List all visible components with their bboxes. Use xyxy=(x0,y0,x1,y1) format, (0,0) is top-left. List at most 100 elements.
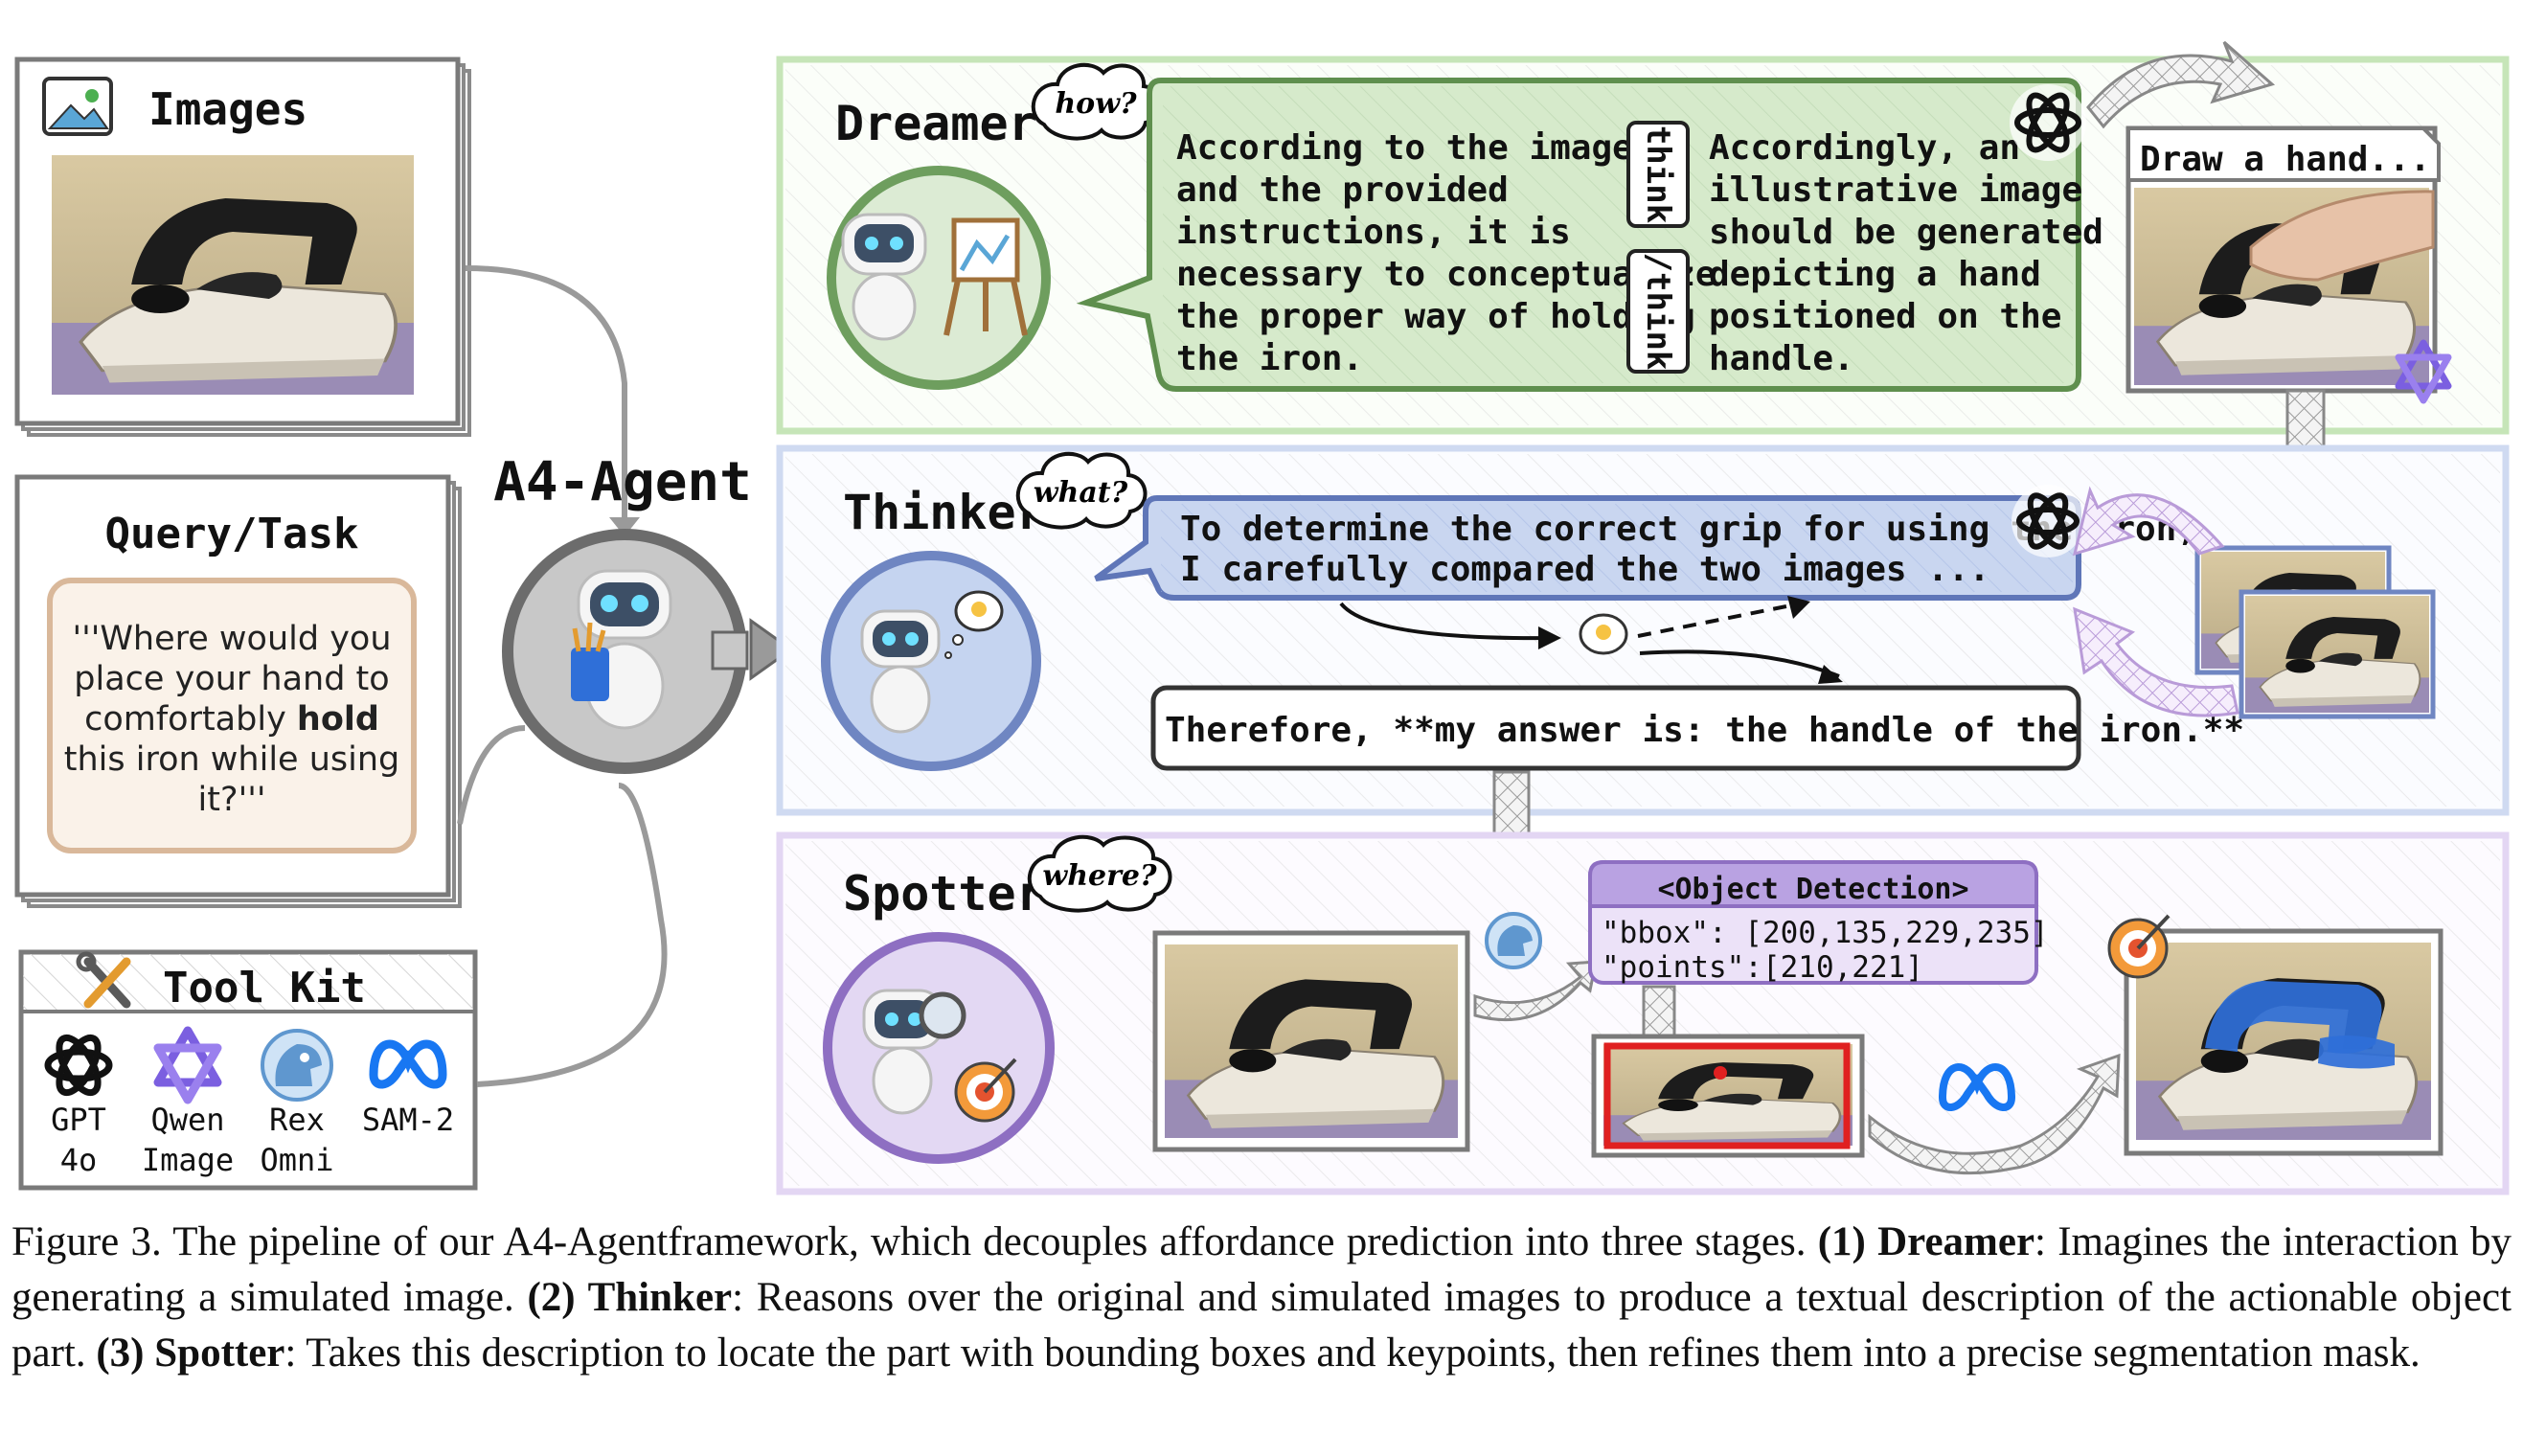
segmentation-mask xyxy=(2318,1035,2395,1069)
dreamer-thought-cloud: how? xyxy=(1031,63,1163,141)
thinker-title: Thinker xyxy=(843,485,1045,540)
thinker-thought-cloud: what? xyxy=(1015,452,1148,530)
dreamer-title: Dreamer xyxy=(835,96,1037,151)
thinker-robot xyxy=(860,590,1004,734)
dreamer-think-left-5: the proper way of holding xyxy=(1176,297,1695,336)
spotter-meta-icon xyxy=(1938,1063,2016,1111)
arrow-head xyxy=(1538,626,1561,649)
spotter-title: Spotter xyxy=(843,866,1045,921)
spotter-rex-icon xyxy=(1485,912,1542,969)
bbox-overlay xyxy=(1603,1042,1851,1149)
toolkit-title: Tool Kit xyxy=(163,964,366,1012)
caption-stage-1-text: : Imagines the interaction by generating… xyxy=(11,1219,2512,1320)
compared-images-stack xyxy=(2194,545,2436,719)
caption-stage-1-label: (1) Dreamer xyxy=(1817,1219,2035,1264)
segmentation-mask xyxy=(2205,981,2382,1054)
agent-robot xyxy=(502,529,747,774)
agent-output-arrow xyxy=(711,618,794,681)
keypoint-marker xyxy=(1714,1066,1727,1080)
tool-label-image: Image xyxy=(142,1142,234,1178)
dreamer-net-arrow xyxy=(2086,40,2276,129)
input-image-iron xyxy=(50,153,416,397)
caption-stage-3-text: : Takes this description to locate the p… xyxy=(284,1331,2421,1376)
think-open-tag xyxy=(1626,121,1690,228)
query-card: Query/Task '''Where would you place your… xyxy=(14,474,462,908)
dreamer-think-right-4: depicting a hand xyxy=(1709,255,2041,294)
think-close-tag xyxy=(1626,249,1690,374)
think-open-text: think xyxy=(1639,125,1677,223)
query-text-box xyxy=(47,578,417,853)
tool-label-qwen: Qwen xyxy=(150,1102,224,1138)
arrow-head xyxy=(1818,665,1843,684)
wrench-screwdriver-icon xyxy=(76,951,131,1009)
caption-stage-2-label: (2) Thinker xyxy=(527,1275,733,1320)
dreamer-openai-icon xyxy=(2010,84,2086,161)
arrow-head-down xyxy=(609,517,640,536)
dreamer-think-left-2: and the provided xyxy=(1176,171,1509,210)
target-icon xyxy=(954,1058,1017,1123)
query-line-5: it?''' xyxy=(198,781,266,819)
thinker-panel: Thinker what? To determine the correct g… xyxy=(776,444,2510,816)
spotter-input-image xyxy=(1152,930,1470,1152)
dreamer-think-left-6: the iron. xyxy=(1176,339,1363,378)
spotter-cloud-text: where? xyxy=(1042,859,1157,893)
tool-label-omni: Omni xyxy=(260,1142,333,1178)
rex-dino-icon xyxy=(261,1029,333,1102)
bbox-line: "bbox": [200,135,229,235] xyxy=(1602,916,2049,950)
dreamer-think-right-3: should be generated xyxy=(1709,213,2103,252)
toolkit-card: Tool Kit GPT 4o Qwen Image Rex Omni xyxy=(18,949,478,1191)
thinker-openai-icon xyxy=(2012,485,2084,557)
detection-header: <Object Detection> xyxy=(1657,873,1968,906)
spotter-panel: Spotter where? xyxy=(776,831,2510,1195)
dreamer-think-left-3: instructions, it is xyxy=(1176,213,1571,252)
caption-stage-2-text: : Reasons over the original and simulate… xyxy=(11,1275,2512,1376)
magnifier-icon xyxy=(919,991,966,1039)
spotter-thought-cloud: where? xyxy=(1027,835,1172,913)
query-line-4: this iron while using xyxy=(64,740,400,779)
dreamer-cloud-text: how? xyxy=(1055,87,1137,121)
spotter-net-arrow-2 xyxy=(1868,1053,2121,1175)
meta-icon xyxy=(369,1039,447,1089)
dreamer-qwen-icon xyxy=(2395,339,2452,404)
tool-label-gpt: GPT xyxy=(51,1102,106,1138)
thinker-small-bulb-icon xyxy=(1579,613,1628,655)
caption-lead: Figure 3. The pipeline of our A4-Agentfr… xyxy=(11,1219,1818,1264)
agent-title: A4-Agent xyxy=(493,451,752,513)
reasoning-flow-arrows xyxy=(1339,602,1840,678)
thinker-curved-arrow-1 xyxy=(2072,486,2225,557)
tool-label-4o: 4o xyxy=(60,1142,98,1178)
generated-image-card: Draw a hand... xyxy=(2125,125,2441,394)
query-line-1: '''Where would you xyxy=(72,620,391,658)
thinker-cloud-text: what? xyxy=(1034,476,1128,510)
prompt-label: Draw a hand... xyxy=(2140,140,2430,179)
query-line-2: place your hand to xyxy=(74,660,389,698)
arrow-head xyxy=(1787,596,1810,619)
bbox-result-image xyxy=(1591,1034,1865,1158)
query-line-3: comfortably hold xyxy=(84,700,379,739)
dreamer-robot-painter xyxy=(841,213,1028,341)
dreamer-think-right-6: handle. xyxy=(1709,339,1854,378)
thinker-reasoning-line-2: I carefully compared the two images ... xyxy=(1180,550,1989,589)
dreamer-think-left-4: necessary to conceptualize xyxy=(1176,255,1716,294)
tool-label-rex: Rex xyxy=(269,1102,325,1138)
image-landscape-icon xyxy=(42,77,113,136)
thinker-answer: Therefore, **my answer is: the handle of… xyxy=(1165,711,2244,750)
spotter-target-icon xyxy=(2107,914,2171,979)
think-close-text: /think xyxy=(1639,253,1677,371)
prompt-label-box xyxy=(2126,126,2441,182)
dreamer-think-right-2: illustrative image xyxy=(1709,171,2082,210)
caption-stage-3-label: (3) Spotter xyxy=(96,1331,285,1376)
segmentation-result-image xyxy=(2124,928,2443,1156)
images-card: Images xyxy=(14,57,471,437)
dreamer-panel: Dreamer how? According to the image and … xyxy=(776,40,2510,435)
dreamer-think-right-5: positioned on the xyxy=(1709,297,2061,336)
lightbulb-icon xyxy=(971,602,987,617)
openai-icon xyxy=(44,1034,113,1097)
thinker-answer-box xyxy=(1150,685,2081,771)
qwen-icon xyxy=(153,1026,222,1104)
hand-on-handle xyxy=(2249,190,2435,282)
dreamer-think-left-1: According to the image xyxy=(1176,128,1633,168)
images-title: Images xyxy=(148,83,307,135)
query-title: Query/Task xyxy=(105,510,359,558)
